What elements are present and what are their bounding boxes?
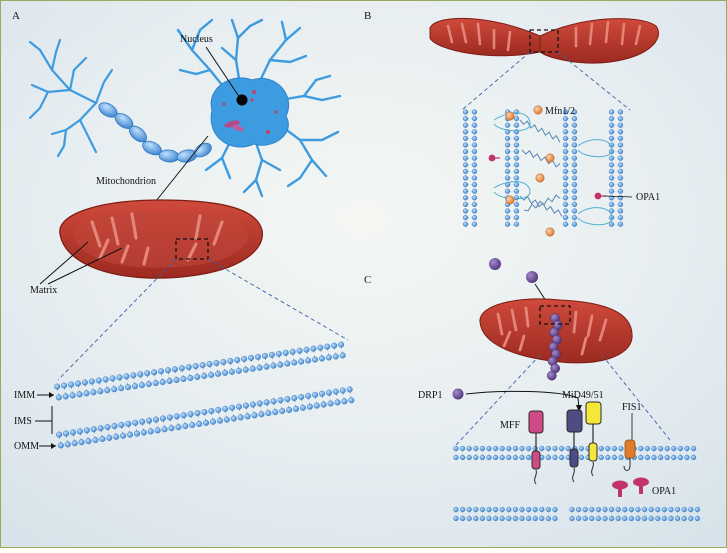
mff-label: MFF [500,420,520,431]
mitochondrion-label: Mitochondrion [96,176,156,187]
fusion-membranes [462,109,624,227]
drp1-recruit-arrow [465,390,580,409]
matrix-pointer-1 [39,241,89,285]
drp1-legend-dot [452,388,464,400]
fusing-mitochondria-icon [429,17,659,64]
fusion-proteins [488,105,613,237]
matrix-label: Matrix [30,285,57,296]
ims-label: IMS [14,416,32,427]
nucleus-pointer [205,46,241,99]
drp1-free-2 [526,271,538,283]
drp1-label: DRP1 [418,390,442,401]
mid-label: MiD49/51 [562,390,604,401]
zoom-box-c-icon [539,305,571,325]
zoom-line-a-left [57,258,177,381]
drp1-free-1 [489,258,501,270]
nucleus-dot [236,94,248,106]
opa1-b-pointer [603,195,633,198]
zoom-box-b-icon [529,29,559,53]
opa1-c-label: OPA1 [652,486,676,497]
mff-receptor-icon [528,410,544,485]
mitochondrion-a-icon [59,199,263,279]
omm-label: OMM [14,441,39,452]
neuron-cell-icon [28,18,342,198]
inner-mitochondrial-membrane [54,341,346,401]
zoom-line-b-left [461,51,531,111]
panel-b-letter: B [364,10,371,22]
mfn-label: Mfn1/2 [545,106,575,117]
panel-a-letter: A [12,10,20,22]
panel-c-letter: C [364,274,371,286]
fis1-receptor-icon [623,439,636,471]
opa1-c-mushrooms [612,477,649,497]
imm-label: IMM [14,390,35,401]
matrix-pointer-2 [47,247,123,285]
fis1-label: FIS1 [622,402,641,413]
zoom-box-a-icon [175,238,209,260]
outer-mitochondrial-membrane [56,386,355,449]
nucleus-label: Nucleus [180,34,213,45]
fission-membranes [453,445,701,522]
zoom-line-b-right [557,51,631,111]
mitochondrion-pointer [151,135,209,207]
zoom-line-a-right [207,258,349,341]
opa1-b-label: OPA1 [636,192,660,203]
mid49-51-receptor-icon [566,401,602,483]
drp1-oligomer-icon [547,313,563,381]
